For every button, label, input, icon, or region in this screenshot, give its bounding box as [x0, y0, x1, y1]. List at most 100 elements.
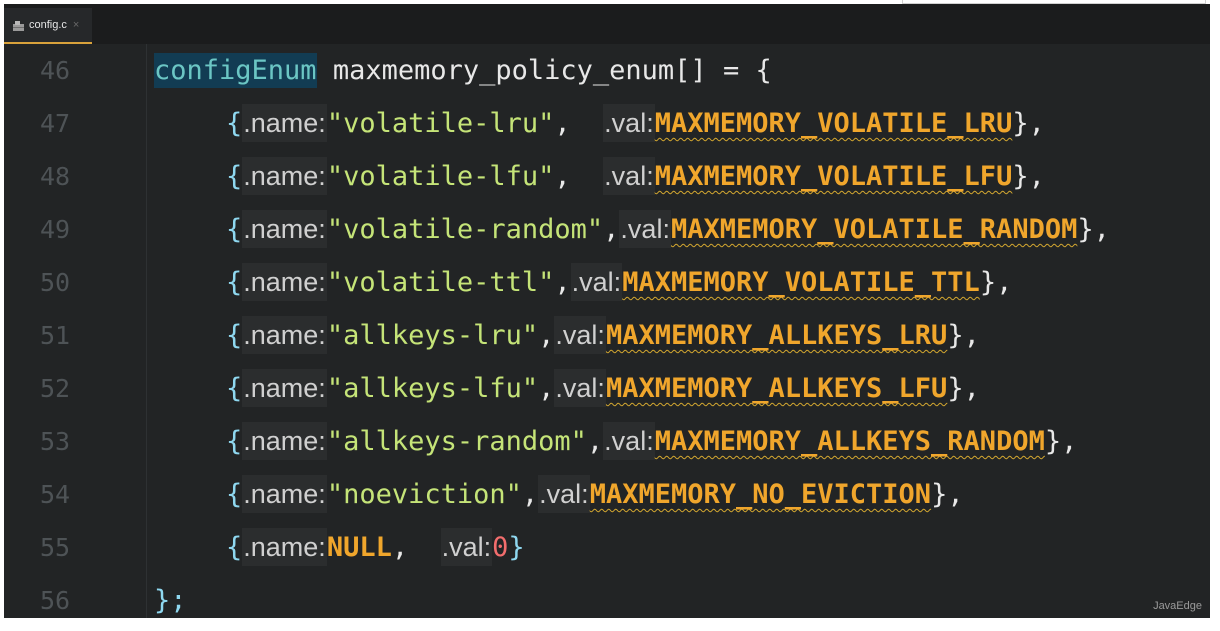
code-line-46: 46 configEnum maxmemory_policy_enum[] = … [4, 44, 1210, 97]
type-configenum: configEnum [154, 53, 317, 88]
open-brace: { [226, 161, 243, 192]
code-text: {.name:"volatile-lfu", .val:MAXMEMORY_VO… [226, 150, 1045, 203]
row-end: }, [1012, 161, 1045, 192]
line-number: 49 [40, 215, 71, 244]
row-end: }, [1012, 108, 1045, 139]
editor-window: config.c × 46 configEnum maxmemory_polic… [4, 4, 1210, 618]
declaration: maxmemory_policy_enum[] = { [316, 55, 772, 86]
line-number: 56 [40, 586, 71, 615]
macro-value: MAXMEMORY_ALLKEYS_LFU [605, 373, 948, 404]
window-edge [902, 0, 1206, 4]
open-brace: { [226, 373, 243, 404]
tab-close-icon[interactable]: × [72, 19, 80, 31]
open-brace: { [226, 267, 243, 298]
val-hint: .val: [603, 104, 655, 142]
name-string: "volatile-lru" [326, 108, 555, 139]
code-text: {.name:NULL, .val:0} [226, 521, 525, 574]
close-brace: } [508, 532, 525, 563]
macro-value: MAXMEMORY_ALLKEYS_LRU [605, 320, 948, 351]
comma: , [603, 214, 620, 245]
name-hint: .name: [242, 210, 327, 248]
name-hint: .name: [242, 316, 327, 354]
name-hint: .name: [242, 475, 327, 513]
open-brace: { [226, 479, 243, 510]
tab-filename: config.c [29, 19, 67, 31]
zero-value: 0 [492, 532, 509, 563]
comma: , [391, 532, 441, 563]
val-hint: .val: [603, 422, 655, 460]
code-line-52: 52 {.name:"allkeys-lfu",.val:MAXMEMORY_A… [4, 362, 1210, 415]
code-text: }; [154, 574, 187, 618]
open-brace: { [226, 214, 243, 245]
name-string: "volatile-lfu" [326, 161, 555, 192]
row-end: }, [947, 320, 980, 351]
open-brace: { [226, 532, 243, 563]
val-hint: .val: [554, 369, 606, 407]
row-end: }, [947, 373, 980, 404]
comma: , [554, 108, 604, 139]
name-hint: .name: [242, 104, 327, 142]
comma: , [586, 426, 604, 457]
val-hint: .val: [440, 528, 493, 566]
comma: , [554, 161, 604, 192]
line-number: 55 [40, 533, 71, 562]
code-text: {.name:"volatile-random",.val:MAXMEMORY_… [226, 203, 1110, 256]
comma: , [554, 267, 571, 298]
code-text: {.name:"noeviction",.val:MAXMEMORY_NO_EV… [226, 468, 964, 521]
line-number: 52 [40, 374, 71, 403]
macro-value: MAXMEMORY_VOLATILE_TTL [622, 267, 980, 298]
code-line-47: 47 {.name:"volatile-lru", .val:MAXMEMORY… [4, 97, 1210, 150]
line-number: 51 [40, 321, 71, 350]
name-hint: .name: [242, 369, 327, 407]
open-brace: { [226, 108, 243, 139]
name-string: "noeviction" [326, 479, 522, 510]
macro-value: MAXMEMORY_NO_EVICTION [589, 479, 932, 510]
row-end: }, [931, 479, 964, 510]
watermark: JavaEdge [1153, 600, 1202, 612]
open-brace: { [226, 426, 243, 457]
code-text: {.name:"volatile-lru", .val:MAXMEMORY_VO… [226, 97, 1045, 150]
name-string: "allkeys-random" [326, 426, 587, 457]
macro-value: MAXMEMORY_VOLATILE_LFU [654, 161, 1013, 192]
code-line-51: 51 {.name:"allkeys-lru",.val:MAXMEMORY_A… [4, 309, 1210, 362]
val-hint: .val: [554, 316, 606, 354]
line-number: 48 [40, 162, 71, 191]
comma: , [538, 320, 555, 351]
code-text: {.name:"allkeys-lfu",.val:MAXMEMORY_ALLK… [226, 362, 980, 415]
val-hint: .val: [603, 157, 655, 195]
code-editor[interactable]: 46 configEnum maxmemory_policy_enum[] = … [4, 44, 1210, 618]
val-hint: .val: [570, 263, 623, 301]
indent-guide [146, 44, 147, 618]
name-hint: .name: [242, 157, 327, 195]
macro-value: MAXMEMORY_VOLATILE_RANDOM [670, 214, 1078, 245]
row-end: }, [1077, 214, 1110, 245]
line-number: 47 [40, 109, 71, 138]
file-c-icon [13, 20, 24, 31]
code-line-53: 53 {.name:"allkeys-random",.val:MAXMEMOR… [4, 415, 1210, 468]
code-text: configEnum maxmemory_policy_enum[] = { [154, 44, 772, 97]
line-number: 50 [40, 268, 71, 297]
code-line-56: 56 }; [4, 574, 1210, 618]
tab-bar: config.c × [4, 4, 1210, 44]
null-keyword: NULL [326, 532, 392, 563]
closing-brace: }; [154, 585, 187, 616]
line-number: 53 [40, 427, 71, 456]
code-line-54: 54 {.name:"noeviction",.val:MAXMEMORY_NO… [4, 468, 1210, 521]
name-hint: .name: [242, 528, 327, 566]
tab-config-c[interactable]: config.c × [4, 8, 92, 44]
name-hint: .name: [242, 422, 327, 460]
macro-value: MAXMEMORY_VOLATILE_LRU [654, 108, 1013, 139]
row-end: }, [1044, 426, 1078, 457]
code-line-50: 50 {.name:"volatile-ttl",.val:MAXMEMORY_… [4, 256, 1210, 309]
code-line-55: 55 {.name:NULL, .val:0} [4, 521, 1210, 574]
comma: , [521, 479, 539, 510]
name-hint: .name: [242, 263, 327, 301]
name-string: "allkeys-lru" [326, 320, 539, 351]
code-text: {.name:"allkeys-random",.val:MAXMEMORY_A… [226, 415, 1077, 468]
code-line-48: 48 {.name:"volatile-lfu", .val:MAXMEMORY… [4, 150, 1210, 203]
name-string: "allkeys-lfu" [326, 373, 539, 404]
open-brace: { [226, 320, 243, 351]
row-end: }, [979, 267, 1013, 298]
macro-value: MAXMEMORY_ALLKEYS_RANDOM [654, 426, 1045, 457]
val-hint: .val: [619, 210, 671, 248]
